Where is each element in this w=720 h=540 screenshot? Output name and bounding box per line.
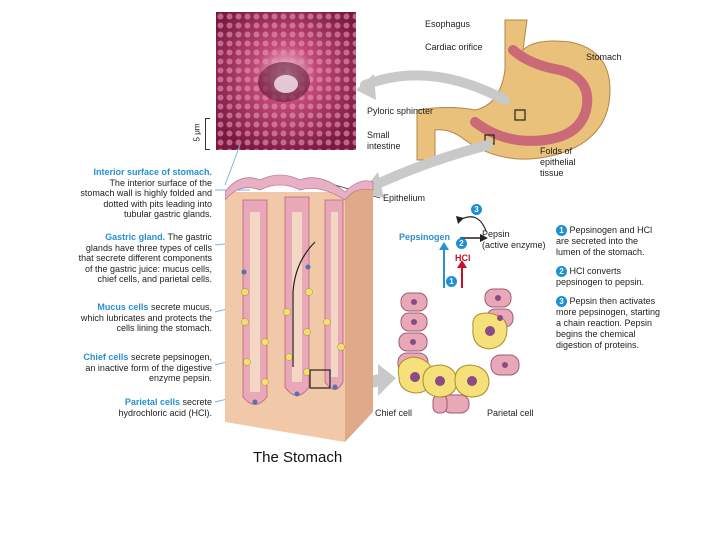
label-stomach: Stomach [586, 52, 622, 62]
step-1-number: 1 [556, 225, 567, 236]
label-folds-1: Folds of [540, 146, 573, 156]
reaction-hcl: HCl [455, 253, 471, 263]
label-folds-2: epithelial [540, 157, 576, 167]
label-parietal-cell: Parietal cell [487, 408, 534, 418]
step-2: 2 HCl converts pepsinogen to pepsin. [556, 266, 664, 288]
stomach-micrograph [216, 12, 356, 150]
desc-gastric-gland: Gastric gland. The gastric glands have t… [78, 232, 212, 285]
step-2-number: 2 [556, 266, 567, 277]
scale-bar [205, 118, 210, 150]
desc-interior-surface: Interior surface of stomach. The interio… [78, 167, 212, 220]
label-chief-cell: Chief cell [375, 408, 413, 418]
step-3-text: Pepsin then activates more pepsinogen, s… [556, 296, 661, 350]
desc-chief-body: secrete pepsinogen, an inactive form of … [85, 352, 212, 383]
desc-mucus-cells: Mucus cells secrete mucus, which lubrica… [78, 302, 212, 334]
desc-chief-cells: Chief cells secrete pepsinogen, an inact… [78, 352, 212, 384]
step-2-text: HCl converts pepsinogen to pepsin. [556, 266, 645, 287]
label-epithelium: Epithelium [383, 193, 426, 203]
label-cardiac-orifice: Cardiac orifice [425, 42, 483, 52]
reaction-pepsinogen: Pepsinogen [399, 232, 451, 242]
desc-mucus-head: Mucus cells [97, 302, 149, 312]
label-esophagus: Esophagus [425, 19, 471, 29]
desc-parietal-head: Parietal cells [124, 397, 180, 407]
desc-gland-head: Gastric gland. [105, 232, 166, 242]
gland-cells-closeup [397, 288, 520, 414]
step-3-number: 3 [556, 296, 567, 307]
desc-parietal-body: secrete hydrochloric acid (HCl). [118, 397, 212, 418]
desc-interior-body: The interior surface of the stomach wall… [80, 177, 212, 220]
label-small-intestine-2: intestine [367, 141, 401, 151]
desc-parietal-cells: Parietal cells secrete hydrochloric acid… [78, 397, 212, 418]
label-pyloric-sphincter: Pyloric sphincter [367, 106, 434, 116]
step-1: 1 Pepsinogen and HCl are secreted into t… [556, 225, 664, 258]
label-folds-3: tissue [540, 168, 564, 178]
reaction-num-1: 1 [446, 276, 457, 287]
desc-chief-head: Chief cells [83, 352, 129, 362]
reaction-num-3: 3 [471, 204, 482, 215]
reaction-num-2: 2 [456, 238, 467, 249]
reaction-pepsin-sub: (active enzyme) [482, 240, 546, 250]
desc-mucus-body: secrete mucus, which lubricates and prot… [80, 302, 212, 333]
desc-gland-body: The gastric glands have three types of c… [78, 232, 212, 284]
step-3: 3 Pepsin then activates more pepsinogen,… [556, 296, 664, 351]
figure-caption: The Stomach [253, 449, 343, 466]
micrograph-image [216, 12, 356, 150]
desc-interior-head: Interior surface of stomach. [93, 167, 212, 177]
stomach-illustration [416, 19, 611, 161]
gastric-gland-block [225, 174, 374, 442]
reaction-pepsin: Pepsin [482, 229, 510, 239]
label-small-intestine-1: Small [367, 130, 390, 140]
step-1-text: Pepsinogen and HCl are secreted into the… [556, 225, 653, 257]
